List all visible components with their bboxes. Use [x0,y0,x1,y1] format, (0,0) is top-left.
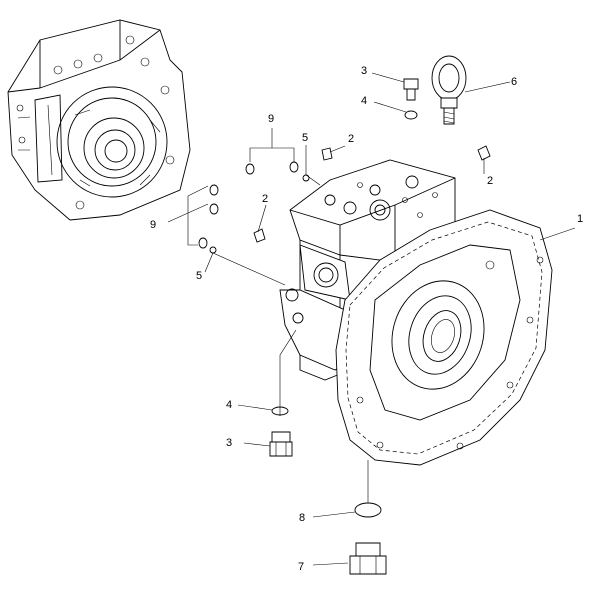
small-plugs [209,145,491,254]
eye-bolt-part [431,55,467,125]
callout-4-bottom: 4 [226,399,232,411]
oring-top-part [404,110,418,120]
callout-9-top: 9 [268,113,274,125]
pump-rear-view-inset [7,19,191,221]
large-plug-part [349,542,387,575]
callout-2-left: 2 [262,193,268,205]
callout-5-top: 5 [302,132,308,144]
large-oring-part [354,502,382,518]
callout-3-top: 3 [361,65,367,77]
callout-2-top: 2 [348,133,354,145]
callout-4-top: 4 [361,95,367,107]
plug-top-part [403,78,419,101]
callout-2-right: 2 [487,175,493,187]
callout-5-left: 5 [196,270,202,282]
callout-8: 8 [299,512,305,524]
leader-lines [167,72,576,566]
callout-labels: 1 2 2 2 3 3 4 4 5 5 6 7 8 9 9 [150,65,583,573]
callout-3-bottom: 3 [226,437,232,449]
plug-bottom-part [269,431,293,457]
pump-main-body [279,159,553,466]
callout-9-left: 9 [150,219,156,231]
callout-1: 1 [577,213,583,225]
callout-6: 6 [511,76,517,88]
orings-group [198,161,299,249]
callout-7: 7 [298,561,304,573]
